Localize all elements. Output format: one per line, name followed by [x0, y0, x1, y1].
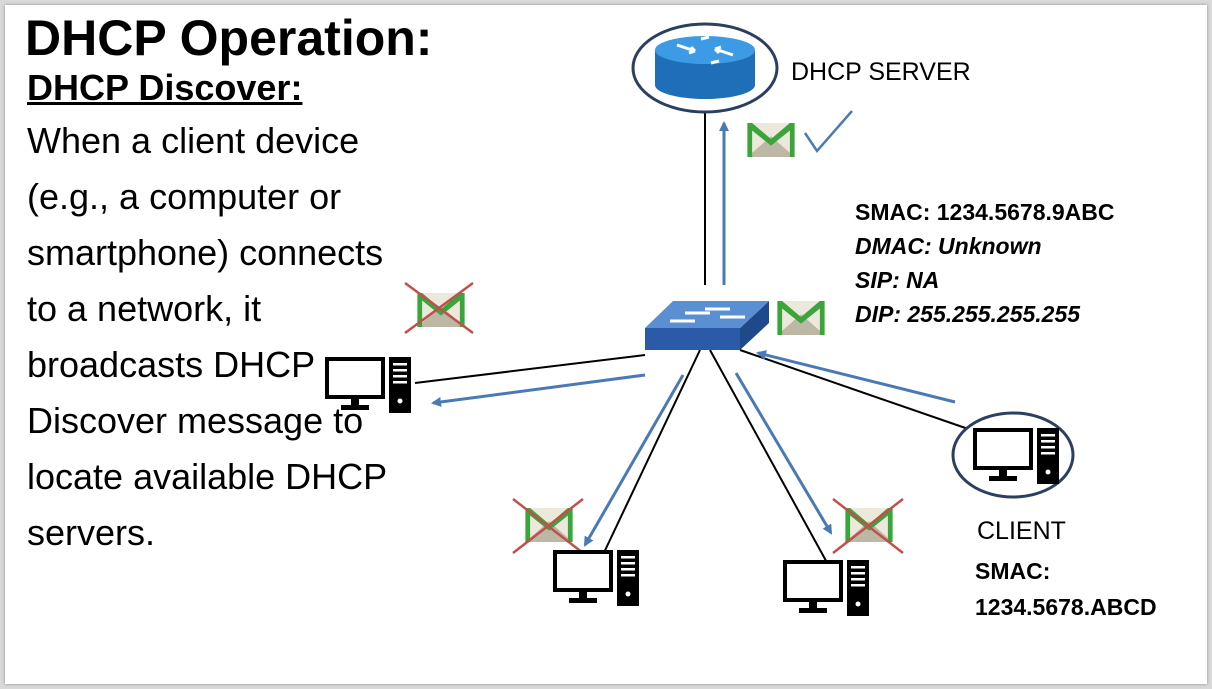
switch-to-pc-bottom-right-link — [709, 349, 831, 569]
frame-dmac: DMAC: Unknown — [855, 233, 1042, 259]
client-mac: SMAC: 1234.5678.ABCD — [975, 553, 1157, 625]
envelope-rejected-bottom-right — [832, 498, 904, 554]
slide-subtitle: DHCP Discover: — [27, 67, 303, 108]
client-mac-label: SMAC: — [975, 558, 1051, 584]
client-mac-value: 1234.5678.ABCD — [975, 594, 1157, 620]
check-mark-icon — [803, 110, 853, 154]
envelope-rejected-left — [404, 281, 474, 335]
client-pc — [951, 411, 1075, 499]
client-label: CLIENT — [977, 517, 1066, 545]
switch-to-client-link — [739, 349, 978, 433]
slide-body-text: When a client device (e.g., a computer o… — [27, 120, 387, 553]
pc-left-icon — [325, 357, 413, 415]
frame-info: SMAC: 1234.5678.9ABC DMAC: Unknown SIP: … — [855, 195, 1115, 331]
arrow-to-pc-bottom-right — [734, 372, 833, 535]
pc-bottom-right-icon — [783, 560, 871, 618]
dhcp-server-router-icon — [631, 22, 779, 114]
pc-bottom-left-icon — [553, 550, 641, 608]
slide: DHCP Operation: DHCP Discover: When a cl… — [5, 5, 1207, 684]
dhcp-server-label: DHCP SERVER — [791, 58, 971, 86]
slide-title: DHCP Operation: — [25, 10, 433, 66]
switch-to-pc-bottom-left-link — [599, 349, 701, 562]
network-switch-icon — [645, 301, 769, 350]
frame-sip: SIP: NA — [855, 267, 940, 293]
network-diagram — [325, 22, 1075, 618]
frame-smac: SMAC: 1234.5678.9ABC — [855, 199, 1115, 225]
arrow-client-to-switch — [756, 350, 956, 404]
arrow-to-pc-left — [431, 373, 646, 407]
switch-to-pc-left-link — [414, 354, 646, 384]
envelope-rejected-bottom-left — [512, 498, 584, 554]
envelope-icon-server — [747, 123, 795, 157]
arrow-to-pc-bottom-left — [583, 374, 685, 547]
envelope-icon-switch — [777, 301, 825, 335]
frame-dip: DIP: 255.255.255.255 — [855, 301, 1081, 327]
